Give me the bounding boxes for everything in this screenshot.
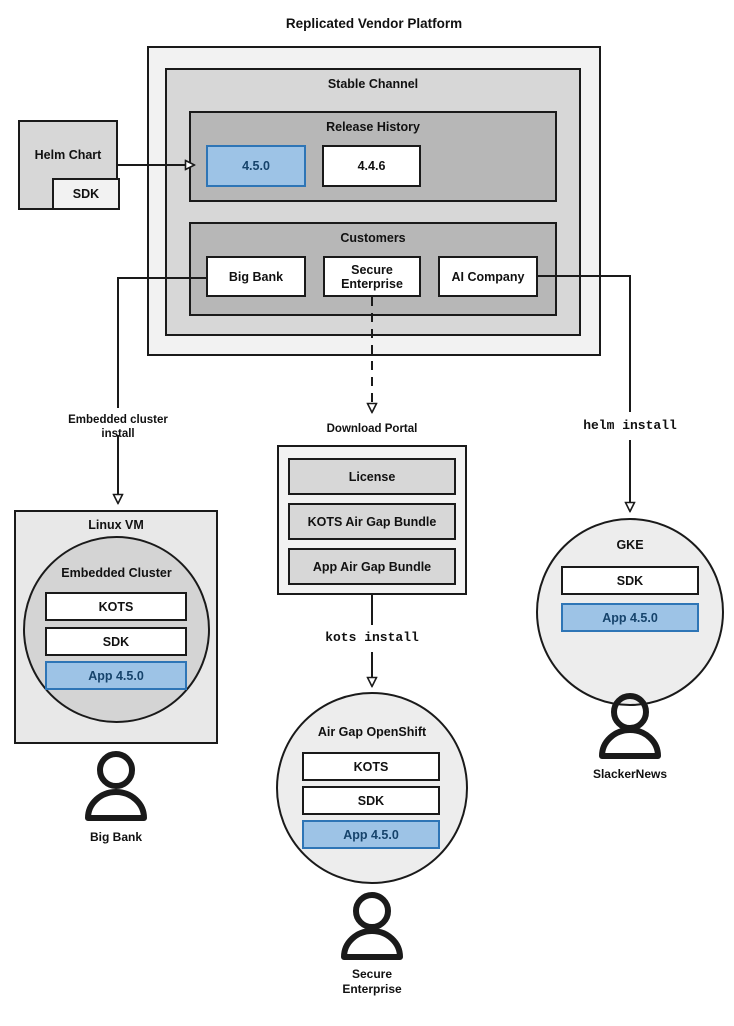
- customers-title: Customers: [340, 231, 406, 245]
- air-gap-openshift-title: Air Gap OpenShift: [317, 725, 427, 739]
- component-label: App 4.5.0: [602, 610, 658, 625]
- component-label: SDK: [616, 573, 644, 588]
- component-label: KOTS: [98, 599, 134, 614]
- download-portal-artifact-kots-air-gap-bundle[interactable]: KOTS Air Gap Bundle: [288, 503, 456, 540]
- customer-big-bank[interactable]: Big Bank: [206, 256, 306, 297]
- release-version-label: 4.5.0: [242, 159, 270, 173]
- gke-title: GKE: [616, 538, 644, 552]
- helm-chart-label: Helm Chart: [34, 148, 102, 162]
- download-portal-artifact-app-air-gap-bundle[interactable]: App Air Gap Bundle: [288, 548, 456, 585]
- openshift-component-app[interactable]: App 4.5.0: [302, 820, 440, 849]
- linux-vm-component-app[interactable]: App 4.5.0: [45, 661, 187, 690]
- release-version-label: 4.4.6: [357, 159, 386, 173]
- person-icon: [85, 751, 147, 821]
- artifact-label: App Air Gap Bundle: [312, 559, 432, 574]
- user-label-line2: Enterprise: [342, 982, 402, 996]
- release-history-title: Release History: [326, 120, 420, 134]
- component-label: SDK: [357, 793, 385, 808]
- customer-secure-enterprise[interactable]: Secure Enterprise: [323, 256, 421, 297]
- page-title: Replicated Vendor Platform: [285, 16, 463, 31]
- download-portal-artifact-license[interactable]: License: [288, 458, 456, 495]
- component-label: App 4.5.0: [343, 827, 399, 842]
- edge-label-embedded-cluster-install: Embedded cluster install: [38, 413, 198, 442]
- edge-label-kots-install: kots install: [325, 630, 419, 645]
- user-label-big-bank: Big Bank: [89, 830, 142, 844]
- linux-vm-component-sdk[interactable]: SDK: [45, 627, 187, 656]
- stable-channel-title: Stable Channel: [327, 77, 419, 91]
- customer-label-line2: Enterprise: [341, 276, 403, 291]
- component-label: KOTS: [353, 759, 389, 774]
- helm-chart-sdk-box[interactable]: SDK: [52, 178, 120, 210]
- component-label: SDK: [102, 634, 130, 649]
- user-label-secure-enterprise: Secure Enterprise: [292, 967, 452, 997]
- linux-vm-title: Linux VM: [88, 518, 144, 532]
- openshift-component-sdk[interactable]: SDK: [302, 786, 440, 815]
- user-label-slackernews: SlackerNews: [592, 767, 668, 781]
- linux-vm-component-kots[interactable]: KOTS: [45, 592, 187, 621]
- openshift-component-kots[interactable]: KOTS: [302, 752, 440, 781]
- person-icon: [341, 892, 403, 960]
- gke-component-sdk[interactable]: SDK: [561, 566, 699, 595]
- customer-label: Big Bank: [228, 269, 284, 284]
- release-box-4-5-0[interactable]: 4.5.0: [206, 145, 306, 187]
- download-portal-title: Download Portal: [326, 423, 418, 435]
- edge-label-line1: Embedded cluster: [68, 414, 168, 426]
- release-box-4-4-6[interactable]: 4.4.6: [322, 145, 421, 187]
- customer-ai-company[interactable]: AI Company: [438, 256, 538, 297]
- edge-label-line2: install: [101, 428, 135, 441]
- component-label: App 4.5.0: [88, 668, 144, 683]
- sdk-label: SDK: [72, 187, 100, 201]
- user-label-line1: Secure: [351, 967, 393, 981]
- edge-label-helm-install: helm install: [583, 418, 677, 433]
- customer-label-line1: Secure: [351, 262, 393, 277]
- customer-label: AI Company: [451, 269, 525, 284]
- embedded-cluster-title: Embedded Cluster: [61, 566, 172, 580]
- artifact-label: KOTS Air Gap Bundle: [307, 514, 437, 529]
- artifact-label: License: [348, 469, 396, 484]
- gke-component-app[interactable]: App 4.5.0: [561, 603, 699, 632]
